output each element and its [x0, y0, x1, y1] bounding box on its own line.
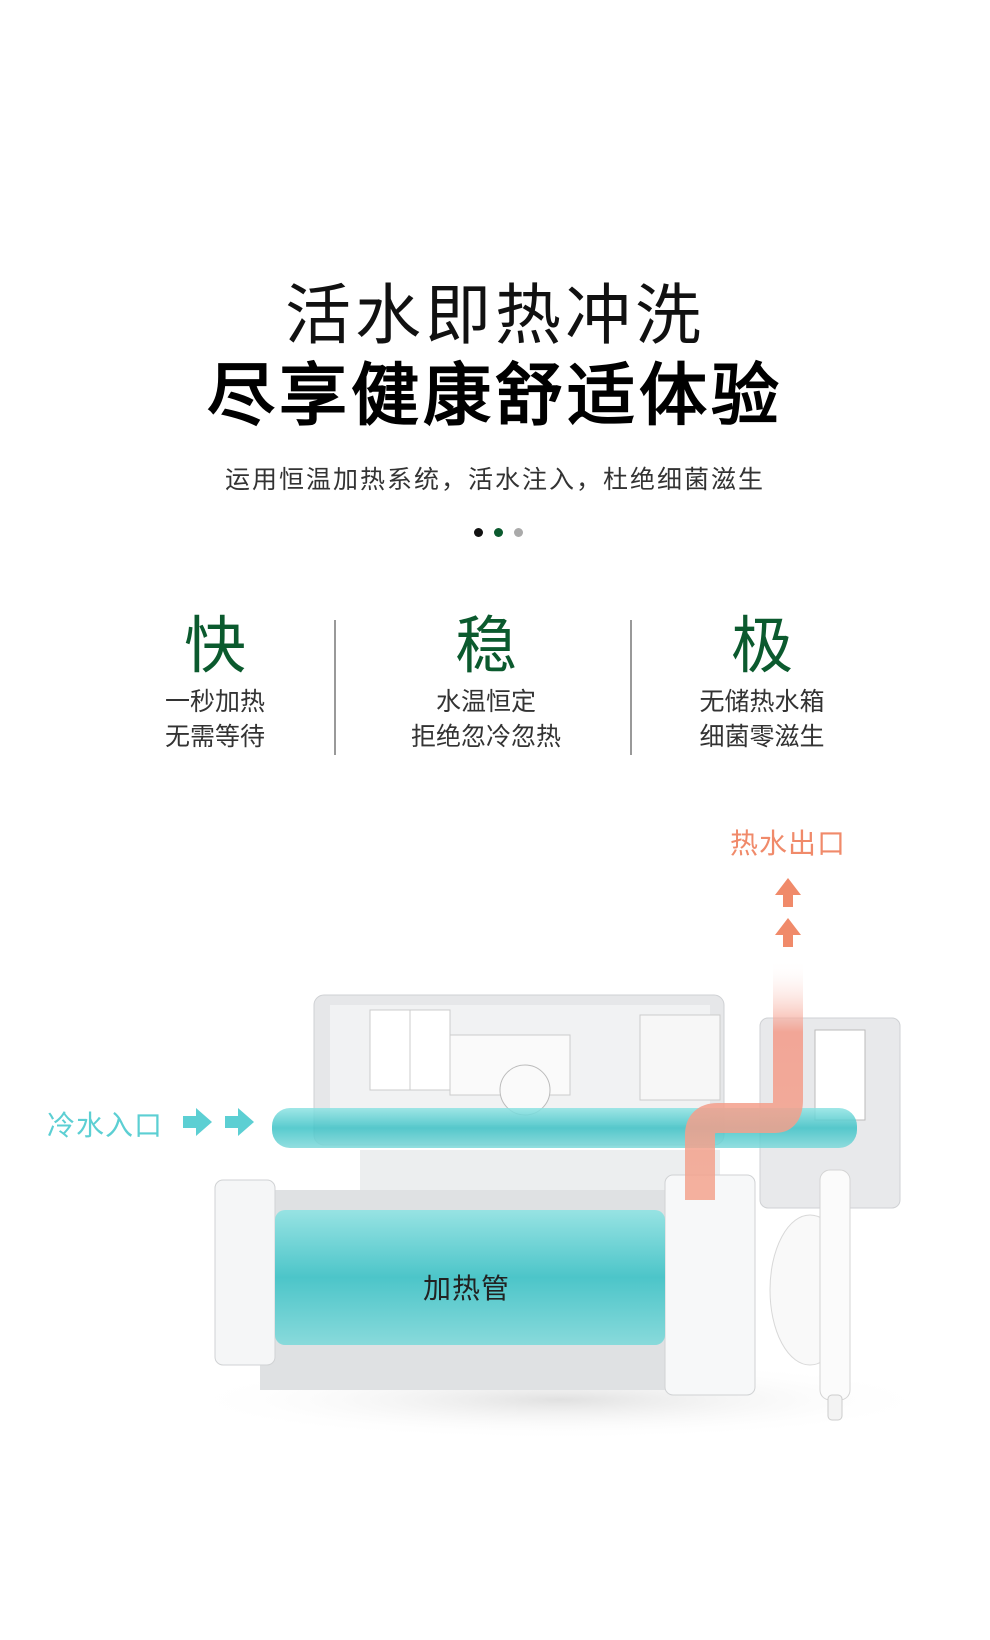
feature-title: 极 — [730, 609, 793, 682]
arrow-up-icon — [775, 878, 801, 907]
heater-label: 加热管 — [423, 1272, 511, 1305]
divider — [630, 620, 632, 755]
cold-inlet-label: 冷水入口 — [47, 1109, 164, 1142]
feature-title: 快 — [183, 609, 246, 682]
feature-line: 水温恒定 — [435, 687, 536, 716]
arrow-right-icon — [183, 1108, 212, 1136]
pager-dot-1[interactable] — [474, 528, 483, 537]
pager-dot-2[interactable] — [494, 528, 503, 537]
feature-line: 拒绝忽冷忽热 — [410, 722, 561, 751]
pager-dot-3[interactable] — [514, 528, 523, 537]
headline-line2: 尽享健康舒适体验 — [206, 357, 783, 436]
feature-line: 无储热水箱 — [699, 687, 825, 716]
feature-line: 一秒加热 — [164, 687, 265, 716]
arrow-right-icon — [225, 1108, 254, 1136]
hot-outlet-label: 热水出口 — [730, 827, 847, 860]
feature-stable: 稳 水温恒定 拒绝忽冷忽热 — [356, 608, 616, 754]
feature-fast: 快 一秒加热 无需等待 — [85, 608, 345, 754]
heater-tube — [275, 1210, 665, 1345]
feature-extreme: 极 无储热水箱 细菌零滋生 — [632, 608, 892, 754]
cold-arrows — [183, 1108, 254, 1136]
headline-line1: 活水即热冲洗 — [285, 277, 705, 354]
divider — [334, 620, 336, 755]
subtitle: 运用恒温加热系统，活水注入，杜绝细菌滋生 — [224, 465, 765, 494]
feature-title: 稳 — [454, 609, 517, 682]
arrow-up-icon — [775, 918, 801, 947]
feature-line: 细菌零滋生 — [699, 722, 825, 751]
hot-arrows — [775, 878, 801, 947]
hot-water-pipe — [685, 960, 803, 1200]
feature-line: 无需等待 — [164, 722, 265, 751]
